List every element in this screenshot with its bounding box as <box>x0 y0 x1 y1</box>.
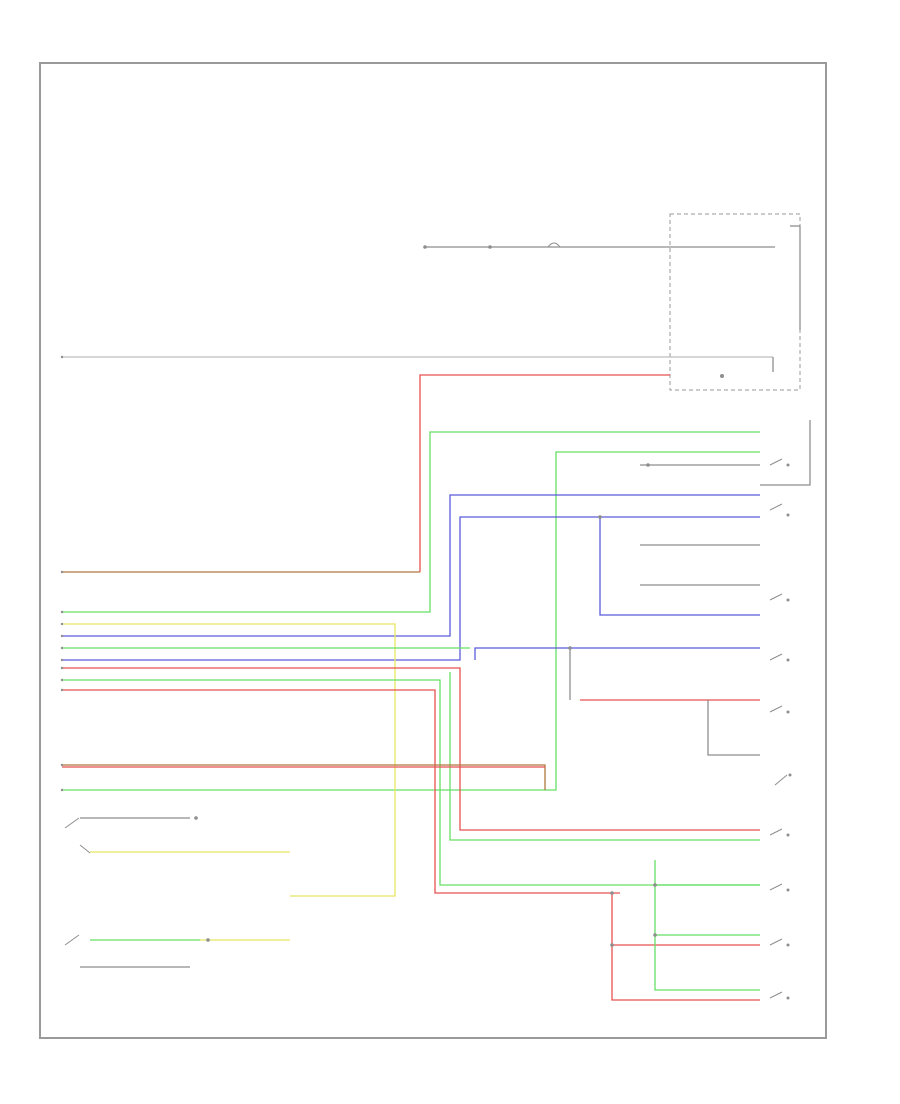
wire-green-7 <box>654 860 760 991</box>
trunk-switch <box>769 705 790 714</box>
wire-brown-lower <box>62 764 546 790</box>
fuse-symbol <box>547 242 561 248</box>
splice-dot <box>423 245 427 249</box>
wire-red-3 <box>611 893 760 1001</box>
splice-dot <box>488 245 492 249</box>
liftgate-switch <box>774 773 792 786</box>
wire-red-1 <box>62 667 760 831</box>
wire-blue-2 <box>62 516 760 661</box>
wire-green-1 <box>62 431 760 613</box>
splice-dot <box>610 891 614 895</box>
splice-dot <box>568 646 572 650</box>
wire-gray-ground-2 <box>707 700 760 756</box>
splice-dot <box>653 933 657 937</box>
lock-switch-4 <box>769 991 790 1000</box>
splice-dot <box>610 943 614 947</box>
instrument-cluster-box <box>669 213 801 391</box>
wire-green-4 <box>62 679 760 886</box>
key-switch-left-upper <box>64 817 190 854</box>
cluster-ground-dot <box>720 374 724 378</box>
lock-switch-1 <box>769 828 790 837</box>
door-switch-rear <box>769 503 790 517</box>
wire-blue-3 <box>474 647 760 660</box>
wire-blue-1 <box>62 494 760 637</box>
splice-dot <box>653 883 657 887</box>
wire-gray-ground-5 <box>760 420 811 486</box>
wire-green-2 <box>62 451 760 791</box>
wire-blue-4 <box>599 517 760 616</box>
splice-dot <box>206 938 210 942</box>
wire-green-6 <box>449 672 760 841</box>
key-switch-left-lower <box>64 934 190 968</box>
lock-switch-2 <box>769 883 790 892</box>
splice-dot <box>598 515 602 519</box>
lock-switch-3 <box>769 938 790 947</box>
door-switch-rear-left <box>769 653 790 662</box>
door-switch-front-left <box>769 458 790 467</box>
splice-dot <box>194 816 198 820</box>
diagram-frame <box>39 62 827 1039</box>
wire-red-2 <box>62 689 620 894</box>
door-switch-passenger <box>769 593 790 602</box>
left-connector-pins <box>60 355 64 792</box>
wire-red-cluster <box>419 374 670 572</box>
splice-dot <box>646 463 650 467</box>
wire-yellow-1 <box>62 623 396 897</box>
